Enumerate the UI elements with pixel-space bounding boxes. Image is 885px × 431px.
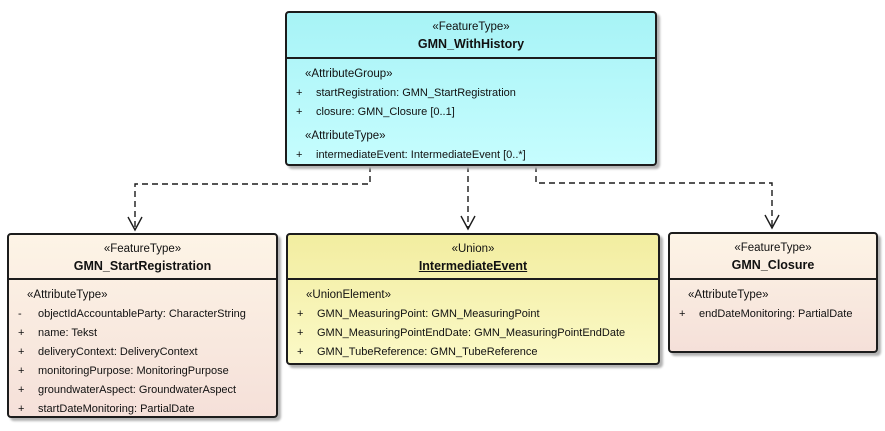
class-attributes: «AttributeGroup»+startRegistration: GMN_… xyxy=(287,59,655,164)
visibility-marker: + xyxy=(296,87,303,99)
attribute-text: groundwaterAspect: GroundwaterAspect xyxy=(38,384,237,396)
attribute-row[interactable]: + closure: GMN_Closure [0..1] xyxy=(287,103,655,122)
attribute-section: «AttributeGroup»+startRegistration: GMN_… xyxy=(287,65,655,122)
class-header: «FeatureType» GMN_StartRegistration xyxy=(9,235,276,280)
visibility-marker: + xyxy=(18,365,25,377)
section-stereotype: «AttributeGroup» xyxy=(305,68,393,80)
attribute-text: name: Tekst xyxy=(38,327,98,339)
section-stereotype: «AttributeType» xyxy=(688,289,769,301)
attribute-row[interactable]: + intermediateEvent: IntermediateEvent [0… xyxy=(287,146,655,164)
section-stereotype: «AttributeType» xyxy=(27,289,108,301)
class-box-gmn-startregistration[interactable]: «FeatureType» GMN_StartRegistration «Att… xyxy=(7,233,278,418)
section-stereotype: «AttributeType» xyxy=(305,130,386,142)
class-box-intermediateevent[interactable]: «Union» IntermediateEvent «UnionElement»… xyxy=(286,233,660,365)
class-name: GMN_StartRegistration xyxy=(73,259,212,273)
dependency-connector-closure[interactable] xyxy=(535,166,780,230)
attribute-text: closure: GMN_Closure [0..1] xyxy=(316,106,455,118)
class-header: «FeatureType» GMN_WithHistory xyxy=(287,13,655,59)
class-stereotype: «FeatureType» xyxy=(734,242,812,254)
visibility-marker: + xyxy=(18,327,25,339)
visibility-marker: + xyxy=(18,403,25,415)
visibility-marker: - xyxy=(18,308,22,320)
class-name: IntermediateEvent xyxy=(418,259,528,273)
dependency-connector-intermediateevent[interactable] xyxy=(460,166,476,231)
attribute-row[interactable]: + startRegistration: GMN_StartRegistratio… xyxy=(287,84,655,103)
visibility-marker: + xyxy=(679,308,686,320)
attribute-text: GMN_MeasuringPoint: GMN_MeasuringPoint xyxy=(317,308,540,320)
visibility-marker: + xyxy=(297,308,304,320)
visibility-marker: + xyxy=(296,149,303,161)
attribute-row[interactable]: + groundwaterAspect: GroundwaterAspect xyxy=(9,381,276,400)
attribute-row[interactable]: + name: Tekst xyxy=(9,324,276,343)
open-arrowhead-icon xyxy=(764,214,780,230)
attribute-row[interactable]: + GMN_MeasuringPointEndDate: GMN_Measurin… xyxy=(288,324,658,343)
attribute-section: «UnionElement»+GMN_MeasuringPoint: GMN_M… xyxy=(288,286,658,362)
attribute-row[interactable]: + GMN_MeasuringPoint: GMN_MeasuringPoint xyxy=(288,305,658,324)
class-stereotype: «FeatureType» xyxy=(103,243,182,255)
attribute-text: GMN_MeasuringPointEndDate: GMN_Measuring… xyxy=(317,327,626,339)
class-name: GMN_WithHistory xyxy=(417,37,525,51)
visibility-marker: + xyxy=(297,346,304,358)
visibility-marker: + xyxy=(296,106,303,118)
attribute-section: «AttributeType»+ endDateMonitoring: Parti… xyxy=(670,286,876,324)
class-attributes: «AttributeType»+ endDateMonitoring: Parti… xyxy=(670,280,876,324)
attribute-text: endDateMonitoring: PartialDate xyxy=(699,308,853,320)
visibility-marker: + xyxy=(18,384,25,396)
attribute-row[interactable]: - objectIdAccountableParty: CharacterStri… xyxy=(9,305,276,324)
dependency-connector-startregistration[interactable] xyxy=(127,166,371,232)
open-arrowhead-icon xyxy=(127,216,143,232)
attribute-row[interactable]: + endDateMonitoring: PartialDate xyxy=(670,305,876,324)
attribute-text: monitoringPurpose: MonitoringPurpose xyxy=(38,365,229,377)
class-attributes: «AttributeType»- objectIdAccountableParty… xyxy=(9,280,276,416)
attribute-section: «AttributeType»+ intermediateEvent: Inter… xyxy=(287,127,655,164)
attribute-section: «AttributeType»- objectIdAccountableParty… xyxy=(9,286,276,416)
class-header: «FeatureType» GMN_Closure xyxy=(670,234,876,280)
visibility-marker: + xyxy=(297,327,304,339)
class-box-gmn-closure[interactable]: «FeatureType» GMN_Closure «AttributeType… xyxy=(668,232,878,353)
attribute-text: deliveryContext: DeliveryContext xyxy=(38,346,198,358)
attribute-row[interactable]: + deliveryContext: DeliveryContext xyxy=(9,343,276,362)
class-box-gmn-withhistory[interactable]: «FeatureType» GMN_WithHistory «Attribute… xyxy=(285,11,657,166)
attribute-text: intermediateEvent: IntermediateEvent [0.… xyxy=(316,149,526,161)
open-arrowhead-icon xyxy=(460,215,476,231)
attribute-row[interactable]: + startDateMonitoring: PartialDate xyxy=(9,400,276,416)
attribute-text: GMN_TubeReference: GMN_TubeReference xyxy=(317,346,538,358)
attribute-text: startDateMonitoring: PartialDate xyxy=(38,403,195,415)
class-header: «Union» IntermediateEvent xyxy=(288,235,658,280)
attribute-text: objectIdAccountableParty: CharacterStrin… xyxy=(38,308,246,320)
visibility-marker: + xyxy=(18,346,25,358)
attribute-row[interactable]: + GMN_TubeReference: GMN_TubeReference xyxy=(288,343,658,362)
class-stereotype: «FeatureType» xyxy=(432,21,510,33)
class-name: GMN_Closure xyxy=(731,258,815,272)
class-stereotype: «Union» xyxy=(451,243,495,255)
section-stereotype: «UnionElement» xyxy=(306,289,392,301)
attribute-text: startRegistration: GMN_StartRegistration xyxy=(316,87,516,99)
attribute-row[interactable]: + monitoringPurpose: MonitoringPurpose xyxy=(9,362,276,381)
class-attributes: «UnionElement»+GMN_MeasuringPoint: GMN_M… xyxy=(288,280,658,362)
